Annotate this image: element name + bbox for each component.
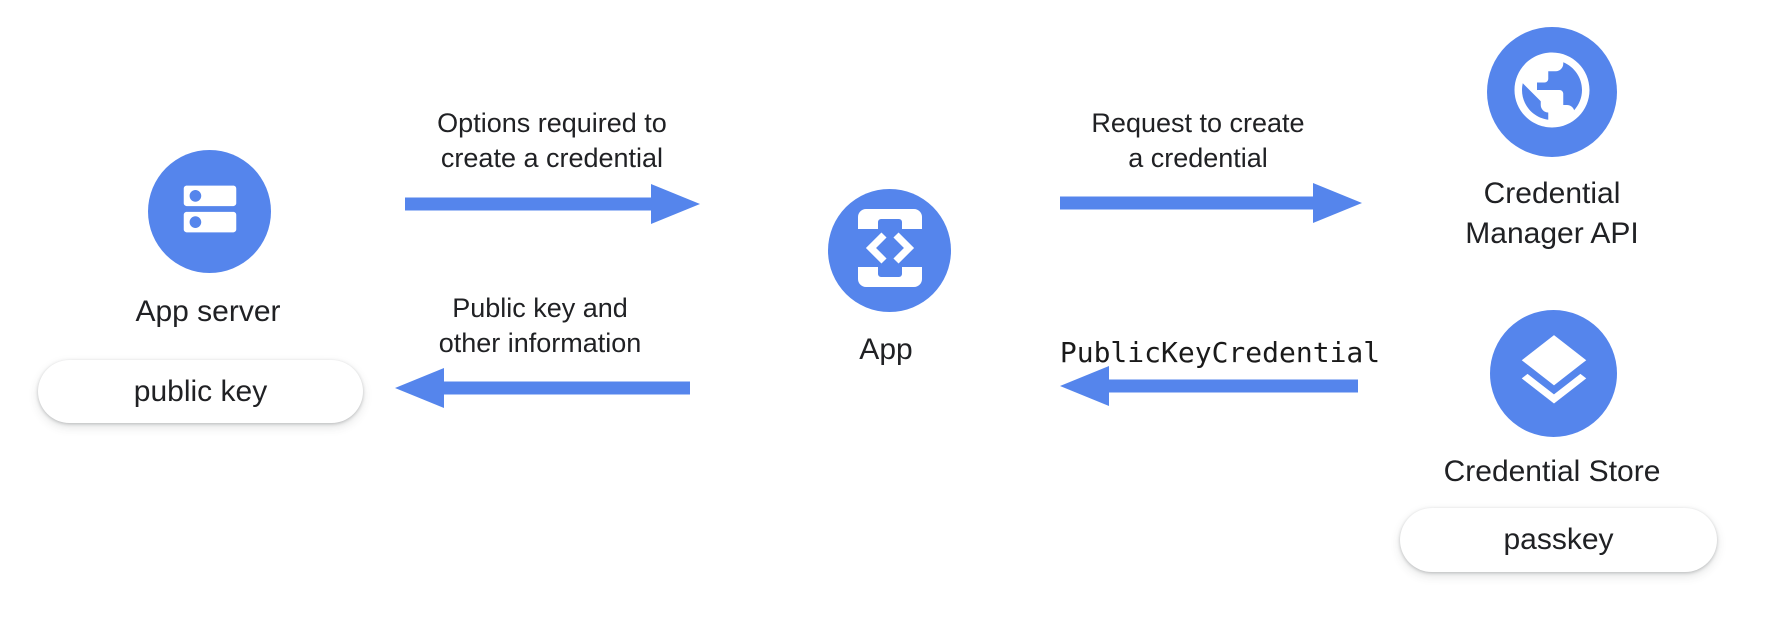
public-key-badge-label: public key xyxy=(133,374,268,408)
credential-store-label: Credential Store xyxy=(1443,455,1661,488)
credential-manager-label: Credential Manager API xyxy=(1465,177,1639,250)
arrow-left-public-key-icon xyxy=(395,366,690,410)
arrow-left-publickeycredential-icon xyxy=(1060,364,1358,408)
phone-code-icon xyxy=(857,209,922,292)
app-label: App xyxy=(859,333,913,366)
server-icon xyxy=(175,174,245,249)
public-key-badge: public key xyxy=(38,360,363,423)
arrow-right-options-icon xyxy=(405,182,700,226)
app-server-label: App server xyxy=(135,295,281,328)
options-flow-label: Options required to create a credential xyxy=(437,108,667,173)
passkey-badge-label: passkey xyxy=(1503,523,1614,556)
request-flow-label: Request to create a credential xyxy=(1091,108,1305,173)
app-server-node xyxy=(148,150,271,273)
credential-store-node xyxy=(1490,310,1617,437)
app-node xyxy=(828,189,951,312)
publickeycredential-label: PublicKeyCredential xyxy=(1059,336,1381,369)
public-key-flow-label: Public key and other information xyxy=(438,293,642,358)
globe-icon xyxy=(1507,45,1597,140)
passkey-badge: passkey xyxy=(1400,508,1717,572)
layers-icon xyxy=(1511,328,1597,419)
credential-manager-node xyxy=(1487,27,1617,157)
arrow-right-request-icon xyxy=(1060,181,1362,225)
